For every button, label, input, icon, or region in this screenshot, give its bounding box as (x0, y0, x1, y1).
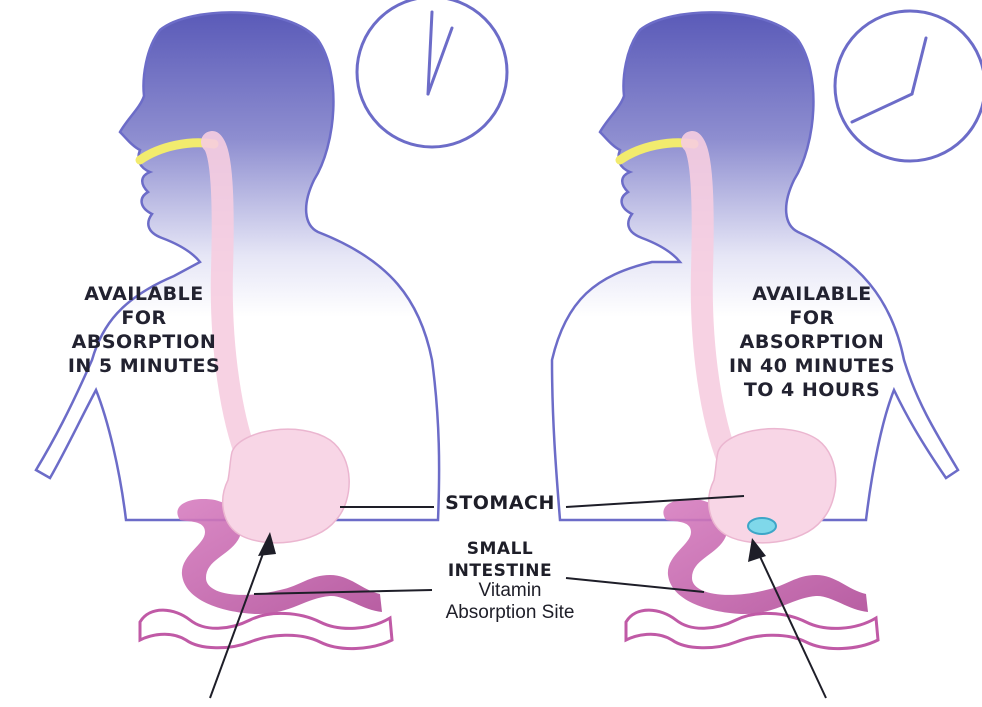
left-availability-line: AVAILABLE (44, 282, 244, 306)
small-intestine-label: SMALL INTESTINE (430, 538, 570, 582)
left-arrow-shaft (210, 540, 268, 698)
right-availability-text: AVAILABLE FOR ABSORPTION IN 40 MINUTES T… (712, 282, 912, 402)
vitamin-site-line: Vitamin (410, 580, 610, 602)
vitamin-absorption-site-label: Vitamin Absorption Site (410, 580, 610, 624)
left-availability-line: IN 5 MINUTES (44, 354, 244, 378)
left-stomach (223, 429, 349, 543)
left-availability-line: ABSORPTION (44, 330, 244, 354)
vitamin-site-line: Absorption Site (410, 602, 610, 624)
right-arrow-shaft (756, 548, 826, 698)
right-availability-line: IN 40 MINUTES (712, 354, 912, 378)
right-availability-line: ABSORPTION (712, 330, 912, 354)
right-tablet (748, 518, 776, 534)
small-intestine-line: SMALL (430, 538, 570, 560)
left-intestine-lower (140, 610, 392, 648)
right-clock (835, 11, 982, 161)
right-intestine-lower (626, 610, 878, 648)
small-intestine-line: INTESTINE (430, 560, 570, 582)
right-availability-line: FOR (712, 306, 912, 330)
stomach-label: STOMACH (430, 492, 570, 514)
left-availability-text: AVAILABLE FOR ABSORPTION IN 5 MINUTES (44, 282, 244, 378)
right-availability-line: AVAILABLE (712, 282, 912, 306)
right-clock-face (835, 11, 982, 161)
left-clock (357, 0, 507, 147)
right-availability-line: TO 4 HOURS (712, 378, 912, 402)
left-availability-line: FOR (44, 306, 244, 330)
